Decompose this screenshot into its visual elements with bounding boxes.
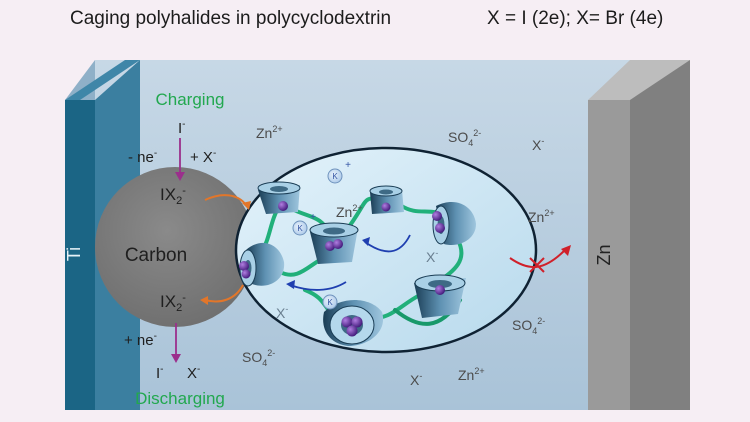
zn-electrode (588, 60, 690, 410)
electrolyte-ions: Zn2+ SO42- X- Zn2+ X- X- Zn2+ SO42- SO42… (242, 124, 555, 388)
blue-arrow (289, 234, 411, 291)
cyclodextrin-cone (369, 185, 404, 214)
cyclodextrin-cone (414, 274, 466, 318)
blocked-arrow (509, 249, 566, 273)
svg-text:K: K (327, 298, 333, 307)
polycyclodextrin-cage (234, 146, 538, 354)
so4-ion: SO42- (512, 316, 545, 336)
cyclodextrin-cone (257, 181, 301, 214)
charging-electron: - ne- (128, 148, 157, 166)
svg-text:K: K (297, 224, 303, 233)
k-ion: K + (292, 212, 316, 236)
ti-label: Ti (64, 247, 84, 261)
iodide-atoms (239, 201, 445, 337)
so4-ion: SO42- (242, 348, 275, 368)
blocked-arrowhead (561, 245, 571, 256)
diagram-subtitle: X = I (2e); X= Br (4e) (487, 8, 664, 29)
carbon-particle (95, 167, 255, 327)
svg-text:+: + (345, 160, 351, 171)
so4-ion: SO42- (448, 128, 481, 148)
discharging-electron: + ne- (124, 331, 157, 349)
zn-ion: Zn2+ (336, 203, 363, 220)
charging-reactant: I- (178, 119, 186, 137)
discharging-product-i: I- (156, 364, 164, 382)
orange-arrow (204, 194, 247, 303)
zn-ion: Zn2+ (528, 208, 555, 225)
k-ion: K (322, 294, 338, 310)
orange-arrowheads (200, 201, 251, 305)
carbon-label: Carbon (125, 245, 187, 266)
x-ion: X- (410, 371, 422, 388)
charging-product: IX2- (160, 185, 186, 207)
svg-text:+: + (310, 212, 316, 223)
discharging-product-x: X- (187, 364, 200, 382)
svg-text:K: K (332, 172, 338, 181)
zn-ion: Zn2+ (458, 366, 485, 383)
discharging-reactant: IX2- (160, 292, 186, 314)
purple-arrowheads (171, 172, 185, 363)
x-ion: X- (532, 136, 544, 153)
zn-label: Zn (594, 244, 614, 265)
diagram-title: Caging polyhalides in polycyclodextrin (70, 8, 392, 29)
discharging-label: Discharging (135, 389, 225, 408)
k-ion: K + (327, 160, 351, 184)
x-ion: X- (426, 248, 438, 265)
purple-arrow (175, 138, 181, 356)
x-ion: X- (276, 304, 288, 321)
zn-ion: Zn2+ (256, 124, 283, 141)
blue-arrowheads (286, 237, 370, 289)
charging-plus-x: + X- (190, 148, 216, 166)
charging-label: Charging (156, 90, 225, 109)
